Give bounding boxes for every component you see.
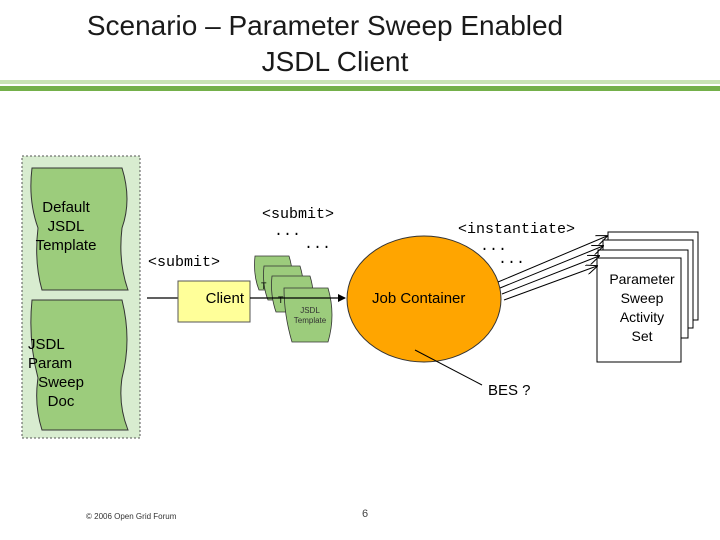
job-container <box>346 235 502 363</box>
submit-top-line-1: <submit> <box>262 206 335 223</box>
template-stack-front <box>283 287 333 343</box>
arrow-to-activity-3 <box>501 256 599 295</box>
param-sweep-doc-label: JSDL Param Sweep Doc <box>28 335 94 411</box>
activity-doc-front <box>596 257 682 363</box>
slide-title: Scenario – Parameter Sweep Enabled JSDL … <box>0 8 650 80</box>
instantiate-line-3: ... <box>498 251 526 268</box>
copyright: © 2006 Open Grid Forum <box>86 512 177 521</box>
title-line-2: JSDL Client <box>261 46 409 77</box>
default-template-doc <box>30 167 129 291</box>
client-label: Client <box>205 290 244 307</box>
default-template-line-3: Template <box>35 237 97 254</box>
activity-set-line-3: Activity <box>619 309 665 325</box>
title-rule <box>0 86 720 91</box>
activity-set-label: Parameter Sweep Activity Set <box>597 270 687 346</box>
submit-left-label: <submit> <box>148 254 221 271</box>
default-template-label: Default JSDL Template <box>30 198 102 255</box>
instantiate-line-1: <instantiate> <box>458 221 576 238</box>
template-fragment-2: T <box>278 295 284 305</box>
submit-top-line-3: ... <box>304 236 332 253</box>
arrow-to-activity-2 <box>499 246 603 289</box>
title-line-1: Scenario – Parameter Sweep Enabled <box>86 10 564 41</box>
param-sweep-doc-line-3: Sweep <box>38 374 84 391</box>
submit-top-label: <submit> ... ... <box>262 206 334 253</box>
bes-pointer <box>414 349 483 386</box>
default-template-line-1: Default <box>42 199 90 216</box>
param-sweep-doc-line-1: JSDL <box>28 336 65 353</box>
activity-set-line-2: Sweep <box>620 290 664 306</box>
small-template-line-2: Template <box>293 316 327 325</box>
default-template-line-2: JSDL <box>47 218 85 235</box>
small-template-label: JSDL Template <box>290 306 330 326</box>
bes-label: BES ? <box>488 382 531 399</box>
title-rule-light <box>0 80 720 84</box>
param-sweep-doc-line-2: Param <box>28 355 73 372</box>
instantiate-label: <instantiate> ... ... <box>458 221 575 268</box>
client-box <box>177 280 251 323</box>
param-sweep-doc <box>30 299 129 431</box>
submit-top-line-2: ... <box>274 223 302 240</box>
activity-set-line-4: Set <box>631 328 653 344</box>
template-fragment-1: T <box>261 281 267 291</box>
page-number: 6 <box>362 508 369 520</box>
job-container-label: Job Container <box>372 290 466 307</box>
arrow-to-activity-1 <box>497 236 607 283</box>
arrow-to-activity-4 <box>503 266 597 301</box>
instantiate-line-2: ... <box>480 238 508 255</box>
activity-set-line-1: Parameter <box>609 271 675 287</box>
param-sweep-doc-line-4: Doc <box>47 393 75 410</box>
small-template-line-1: JSDL <box>300 306 320 315</box>
